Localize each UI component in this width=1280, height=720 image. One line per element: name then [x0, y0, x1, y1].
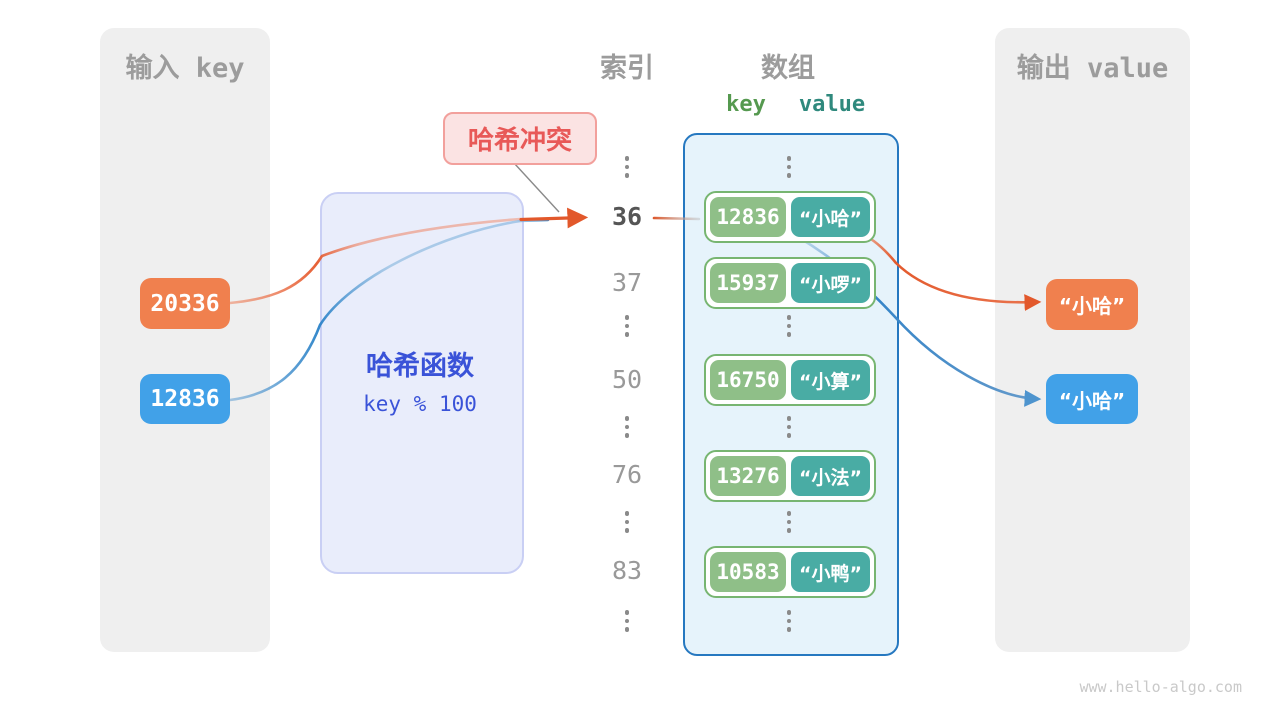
- index-column-title: 索引: [600, 53, 654, 84]
- ellipsis-dots: [617, 511, 637, 533]
- output-value-blue: “小哈”: [1046, 374, 1138, 424]
- key-header: key: [726, 92, 766, 117]
- input-panel: [100, 28, 270, 652]
- array-column-title: 数组: [761, 53, 815, 84]
- index-37: 37: [611, 268, 643, 297]
- array-row: 15937 “小啰”: [704, 257, 876, 309]
- ellipsis-dots: [779, 315, 799, 337]
- index-83: 83: [611, 556, 643, 585]
- row-value: “小哈”: [791, 197, 870, 237]
- row-value: “小鸭”: [791, 552, 870, 592]
- array-row: 16750 “小算”: [704, 354, 876, 406]
- ellipsis-dots: [779, 610, 799, 632]
- row-key: 16750: [710, 360, 786, 400]
- hash-function-box: [320, 192, 524, 574]
- ellipsis-dots: [617, 610, 637, 632]
- watermark: www.hello-algo.com: [1079, 678, 1242, 696]
- hash-function-title: 哈希函数: [366, 351, 474, 382]
- hash-function-formula: key % 100: [363, 392, 477, 416]
- input-key-20336: 20336: [140, 278, 230, 329]
- output-panel: [995, 28, 1190, 652]
- row-key: 12836: [710, 197, 786, 237]
- row-value: “小法”: [791, 456, 870, 496]
- index-36: 36: [611, 202, 643, 231]
- row-value: “小算”: [791, 360, 870, 400]
- array-row: 12836 “小哈”: [704, 191, 876, 243]
- index-50: 50: [611, 365, 643, 394]
- input-key-12836: 12836: [140, 374, 230, 424]
- ellipsis-dots: [617, 156, 637, 178]
- input-panel-title: 输入 key: [125, 53, 245, 84]
- ellipsis-dots: [617, 416, 637, 438]
- row-key: 15937: [710, 263, 786, 303]
- row-key: 13276: [710, 456, 786, 496]
- row-value: “小啰”: [791, 263, 870, 303]
- ellipsis-dots: [779, 511, 799, 533]
- output-panel-title: 输出 value: [1016, 53, 1169, 84]
- hash-collision-label: 哈希冲突: [443, 112, 597, 165]
- array-row: 10583 “小鸭”: [704, 546, 876, 598]
- array-row: 13276 “小法”: [704, 450, 876, 502]
- ellipsis-dots: [617, 315, 637, 337]
- ellipsis-dots: [779, 416, 799, 438]
- value-header: value: [798, 92, 866, 117]
- row-key: 10583: [710, 552, 786, 592]
- arrow-hash-to-index36: [519, 207, 589, 229]
- index-76: 76: [611, 460, 643, 489]
- output-value-orange: “小哈”: [1046, 279, 1138, 330]
- ellipsis-dots: [779, 156, 799, 178]
